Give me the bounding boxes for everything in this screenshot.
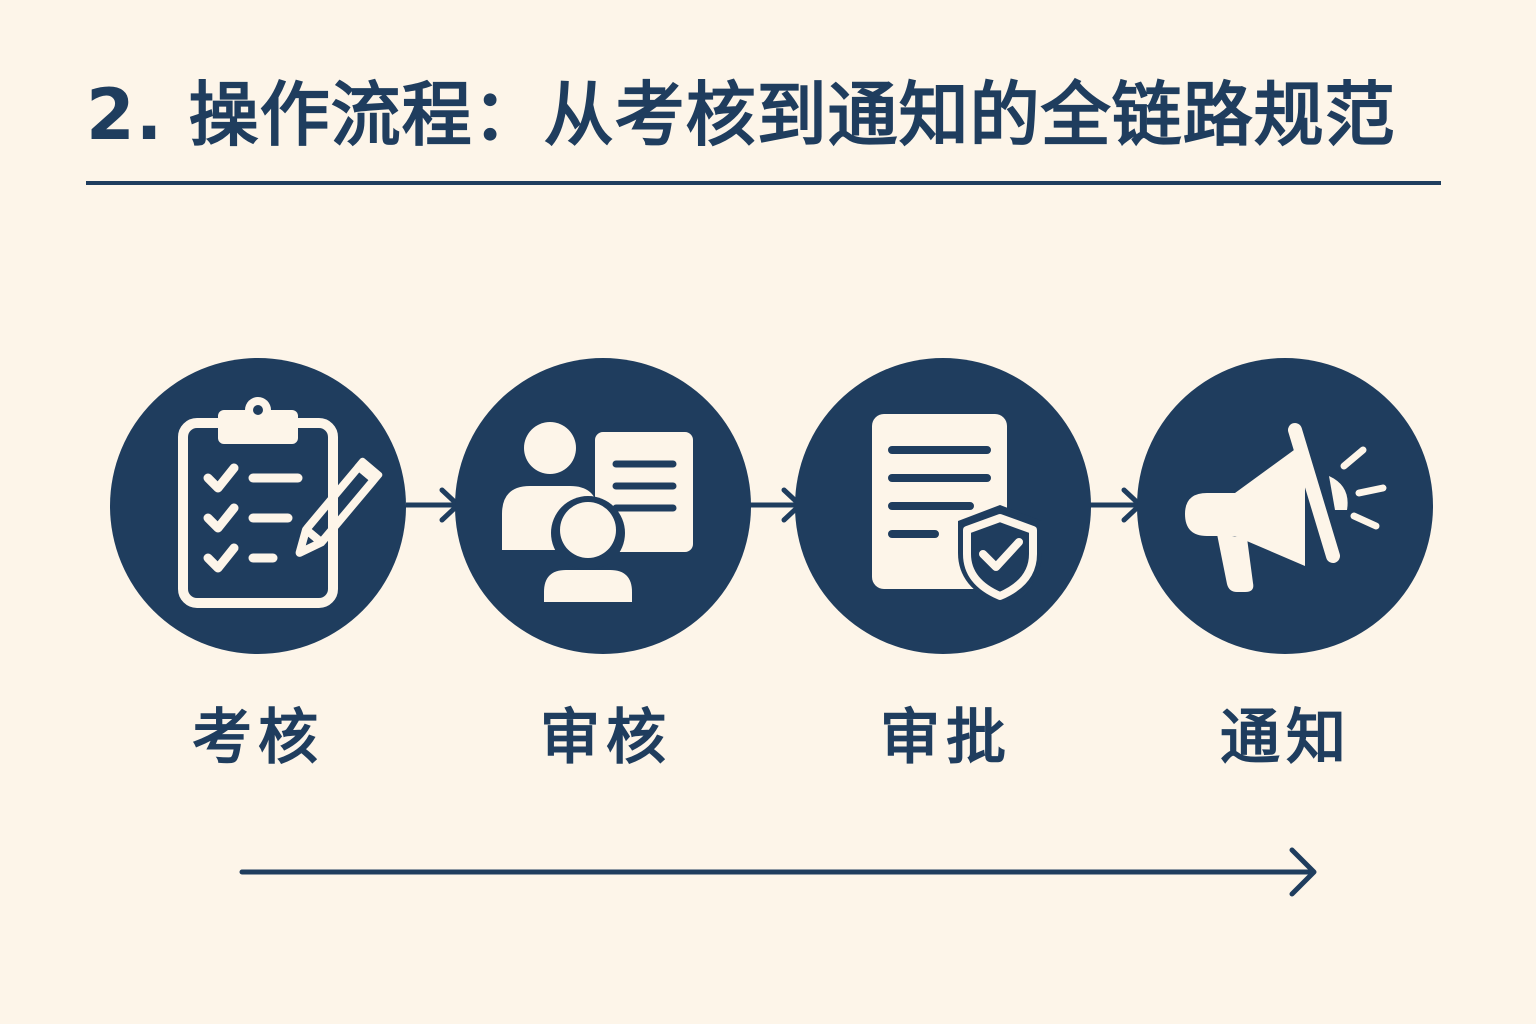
reviewers-document-icon [502,422,693,602]
document-shield-check-icon [872,414,1042,605]
step-assessment [110,358,406,654]
step-label-review: 审核 [540,703,672,773]
title-divider [86,181,1441,185]
step-label-approval: 审批 [880,703,1012,773]
step-label-assessment: 考核 [192,703,324,773]
timeline-arrow [239,847,1317,897]
step-label-notification: 通知 [1220,703,1352,773]
step-review [455,358,751,654]
megaphone-icon [1185,423,1387,592]
clipboard-checklist-pencil-icon [178,397,383,608]
step-approval [795,358,1091,654]
page-title: 2. 操作流程：从考核到通知的全链路规范 [86,74,1396,156]
step-notification [1137,358,1433,654]
